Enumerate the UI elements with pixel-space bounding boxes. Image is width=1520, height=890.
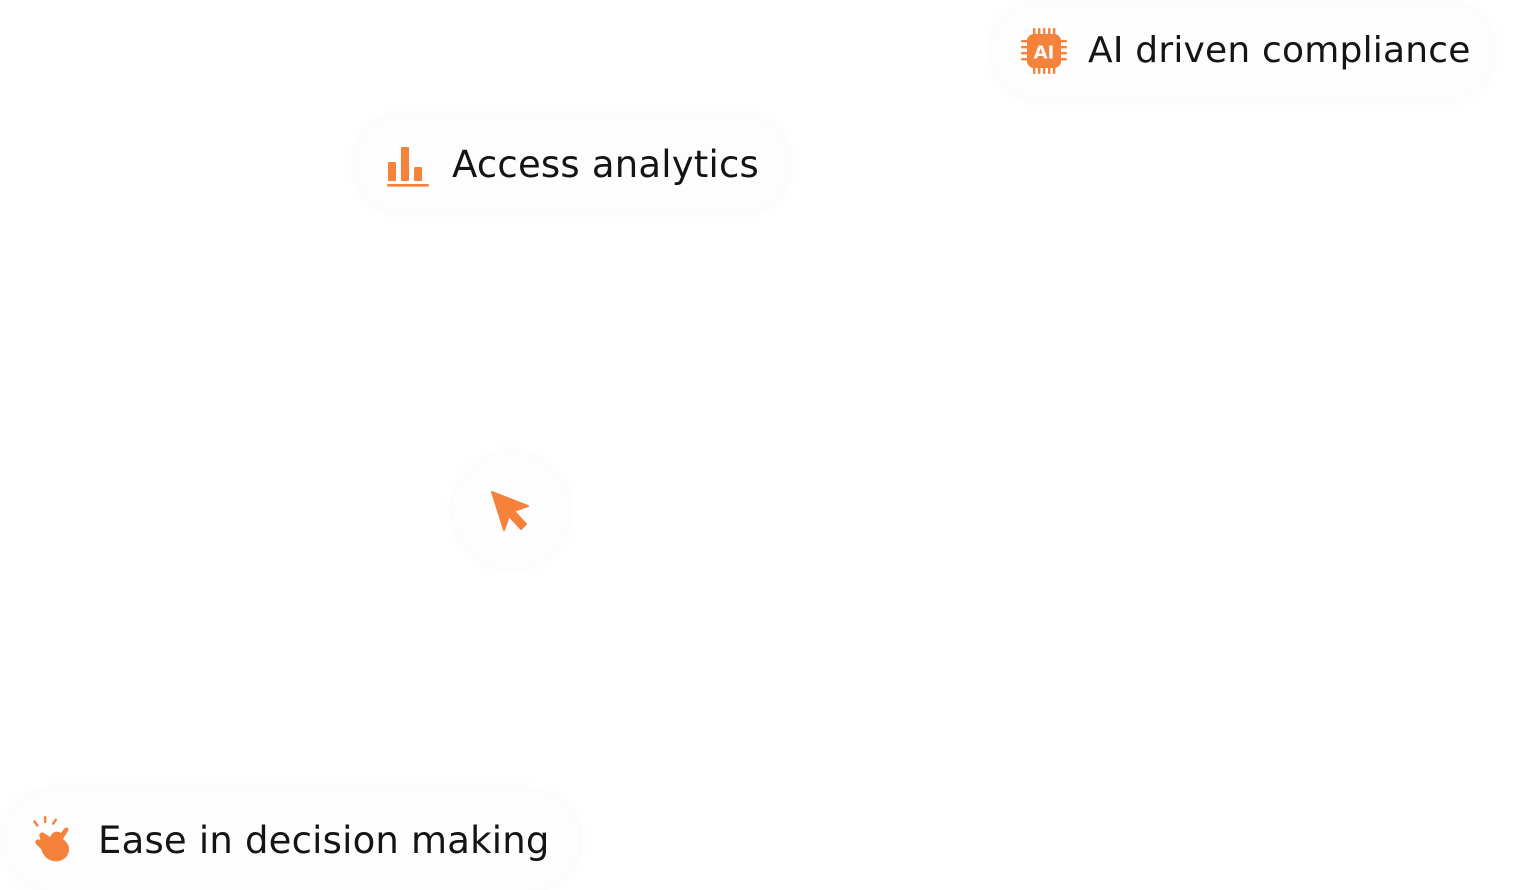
pointer-cursor-icon [488,488,534,534]
ease-in-decision-making-pill: Ease in decision making [2,790,580,890]
ai-driven-compliance-pill: AI AI driven compliance [990,2,1495,100]
ai-driven-compliance-label: AI driven compliance [1088,30,1471,71]
bar-chart-icon [384,140,432,188]
access-analytics-label: Access analytics [452,142,760,186]
ai-chip-icon-text: AI [1034,43,1055,64]
snap-hand-icon [30,814,78,866]
ai-chip-icon: AI [1018,25,1070,77]
access-analytics-pill: Access analytics [354,114,790,214]
ease-in-decision-making-label: Ease in decision making [98,818,550,862]
cursor-badge [452,452,570,570]
